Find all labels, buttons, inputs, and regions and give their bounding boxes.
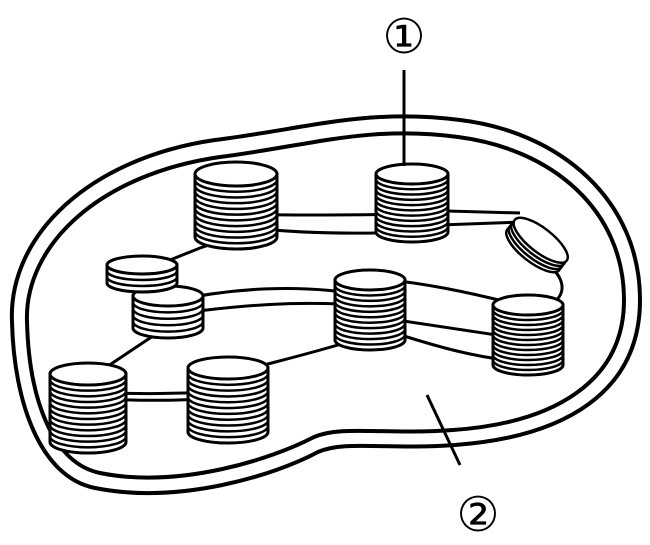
granum-stack-tilted: [500, 210, 574, 279]
granum-stack: [376, 164, 448, 242]
granum-stack: [107, 256, 177, 292]
granum-stack: [195, 162, 277, 249]
granum-stack: [188, 357, 268, 443]
granum-stack: [50, 363, 126, 453]
label-2: ②: [456, 487, 499, 543]
granum-stack: [133, 286, 203, 338]
granum-stack: [493, 295, 563, 375]
label-1: ①: [382, 9, 425, 65]
granum-stack: [335, 270, 405, 350]
